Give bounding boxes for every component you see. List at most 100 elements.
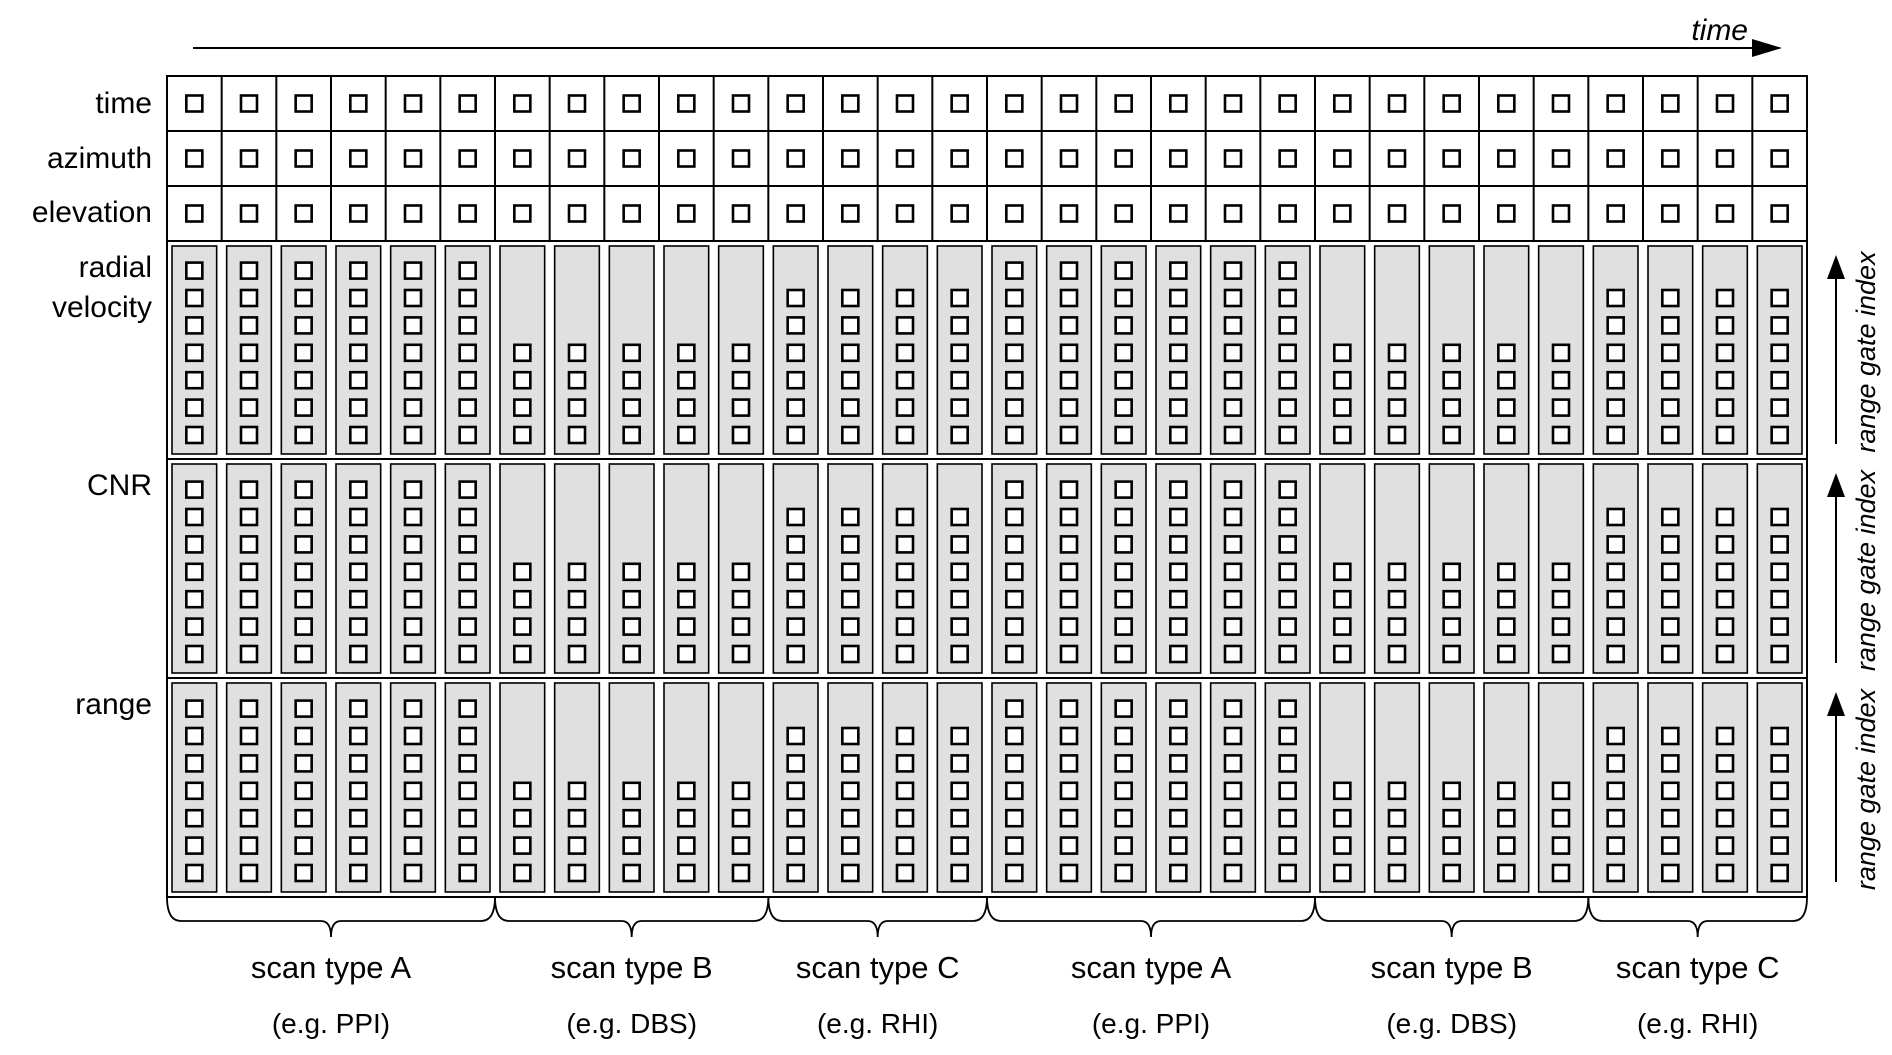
elevation-value (567, 204, 587, 223)
cnr-gate (1497, 644, 1516, 664)
radial-velocity-gate (1715, 370, 1735, 390)
range-gate (895, 863, 915, 883)
radial-velocity-gate (841, 398, 860, 417)
cnr-gate (1661, 535, 1680, 554)
radial-velocity-gate (1333, 425, 1352, 445)
range-gate (185, 836, 204, 855)
scan-group-example: (e.g. DBS) (1386, 1008, 1517, 1039)
range-gate (1661, 836, 1680, 855)
cnr-gate (294, 507, 313, 527)
radial-velocity-gate (1442, 425, 1461, 445)
elevation-value (1059, 204, 1079, 223)
cnr-gate (239, 589, 259, 609)
cnr-gate (294, 617, 313, 636)
cnr-gate (513, 562, 532, 582)
range-gate (1333, 836, 1352, 855)
radial-velocity-gate (349, 370, 368, 390)
range-beam (499, 682, 546, 893)
radial-velocity-gate (294, 425, 313, 445)
range-gate (403, 836, 423, 855)
radial-velocity-gate (1661, 343, 1680, 363)
cnr-gate (349, 589, 368, 609)
cnr-gate (1114, 507, 1133, 527)
elevation-value (1005, 204, 1024, 223)
time-value (1333, 94, 1352, 113)
cnr-gate (950, 589, 969, 609)
elevation-value (622, 204, 641, 223)
cnr-gate (677, 617, 696, 636)
radial-velocity-gate (950, 343, 969, 363)
radial-velocity-gate (1059, 316, 1079, 335)
cnr-gate (1606, 507, 1625, 527)
elevation-value (458, 204, 477, 223)
cnr-gate (1169, 507, 1188, 527)
cnr-gate (403, 589, 423, 609)
time-value (1551, 94, 1571, 113)
radial-velocity-gate (1059, 261, 1079, 280)
radial-velocity-gate (622, 425, 641, 445)
range-gate (1169, 781, 1188, 801)
cnr-gate (513, 589, 532, 609)
azimuth-value (1770, 149, 1789, 168)
range-gate (1333, 781, 1352, 801)
range-gate (1661, 781, 1680, 801)
cnr-gate (1333, 617, 1352, 636)
range-gate (1059, 836, 1079, 855)
range-gate (895, 808, 915, 828)
radial-velocity-gate (895, 316, 915, 335)
row-label-radial-velocity-line1: radial (79, 251, 152, 284)
radial-velocity-gate (1661, 316, 1680, 335)
scan-group-example: (e.g. RHI) (1637, 1008, 1758, 1039)
cnr-gate (786, 644, 805, 664)
range-gate (1551, 808, 1571, 828)
cnr-gate (1715, 644, 1735, 664)
cnr-gate (1169, 480, 1188, 499)
range-gate (294, 699, 313, 718)
cnr-gate (1278, 617, 1297, 636)
time-axis-label: time (1691, 14, 1748, 47)
radial-velocity-gate (403, 343, 423, 363)
azimuth-value (841, 149, 860, 168)
radial-velocity-gate (841, 288, 860, 308)
range-gate (950, 754, 969, 773)
time-value (1770, 94, 1789, 113)
radial-velocity-gate (677, 425, 696, 445)
row-label-elevation: elevation (32, 196, 152, 229)
radial-velocity-gate (1442, 370, 1461, 390)
range-gate (403, 726, 423, 746)
range-gate (1661, 808, 1680, 828)
radial-velocity-gate (1715, 288, 1735, 308)
range-gate (1005, 754, 1024, 773)
radial-velocity-gate (1606, 398, 1625, 417)
azimuth-value (786, 149, 805, 168)
radial-velocity-gate (1059, 343, 1079, 363)
radial-velocity-gate (239, 316, 259, 335)
radial-velocity-gate (458, 425, 477, 445)
radial-velocity-gate (1114, 261, 1133, 280)
radial-velocity-gate (1114, 398, 1133, 417)
cnr-beam (663, 463, 710, 674)
cnr-gate (1278, 535, 1297, 554)
range-gate (1223, 726, 1243, 746)
row-label-azimuth: azimuth (47, 142, 152, 175)
radial-velocity-gate (294, 370, 313, 390)
range-gate (677, 808, 696, 828)
cnr-gate (513, 644, 532, 664)
range-gate (458, 781, 477, 801)
range-gate (1278, 836, 1297, 855)
range-gate (1606, 781, 1625, 801)
cnr-gate (403, 535, 423, 554)
range-gate (731, 863, 751, 883)
radial-velocity-gate (349, 398, 368, 417)
cnr-gate (731, 617, 751, 636)
range-gate (513, 836, 532, 855)
radial-velocity-gate (185, 316, 204, 335)
cnr-gate (1551, 562, 1571, 582)
radial-velocity-gate (622, 398, 641, 417)
cnr-gate (950, 617, 969, 636)
range-gate (567, 836, 587, 855)
radial-velocity-gate (1005, 261, 1024, 280)
cnr-gate (567, 589, 587, 609)
elevation-value (677, 204, 696, 223)
